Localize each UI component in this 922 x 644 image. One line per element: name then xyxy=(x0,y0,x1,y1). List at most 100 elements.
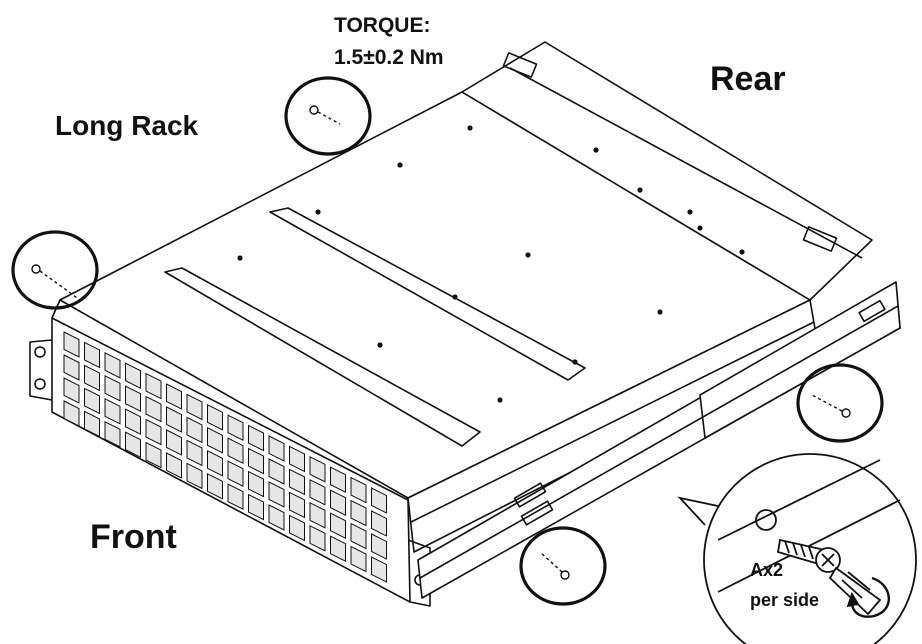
port xyxy=(371,556,387,583)
screw-hole xyxy=(637,187,643,193)
screw-hole xyxy=(377,342,383,348)
port xyxy=(248,493,264,521)
screw-hole xyxy=(572,359,578,365)
port xyxy=(125,385,141,413)
port xyxy=(248,447,264,475)
port xyxy=(227,460,244,488)
rear-handle-slot-2 xyxy=(802,226,838,252)
callout-per-side: per side xyxy=(750,590,820,610)
rear-panel-seam xyxy=(509,67,863,259)
screw-callout-top xyxy=(284,76,372,156)
port xyxy=(186,439,203,467)
port xyxy=(248,470,264,498)
port xyxy=(248,424,264,452)
qsfp-port-grid xyxy=(63,331,387,583)
port xyxy=(309,478,326,506)
screw-hole xyxy=(593,147,599,153)
left-ear-hole-2 xyxy=(34,378,46,390)
port xyxy=(309,524,326,552)
rear-handle-slot-1 xyxy=(502,52,538,78)
port xyxy=(207,426,223,454)
port xyxy=(84,364,100,392)
port xyxy=(227,437,244,465)
port xyxy=(330,489,346,517)
chassis-screw-holes xyxy=(237,125,745,403)
screw-icon xyxy=(811,394,851,418)
rail-slot-3 xyxy=(520,500,554,526)
screw-hole xyxy=(657,309,663,315)
port xyxy=(166,429,182,456)
port xyxy=(104,351,121,379)
rail-inner-edge xyxy=(419,305,899,579)
callout-quantity: Ax2 xyxy=(750,560,784,580)
port xyxy=(289,468,305,496)
rear-top-panel xyxy=(461,41,873,301)
port xyxy=(371,487,387,514)
port xyxy=(104,397,121,425)
port xyxy=(330,512,346,540)
port xyxy=(166,406,182,433)
port xyxy=(84,341,100,369)
port xyxy=(145,418,162,446)
port xyxy=(104,420,121,448)
port xyxy=(227,483,244,511)
port xyxy=(330,535,346,563)
port xyxy=(125,408,141,436)
port xyxy=(350,499,367,527)
port xyxy=(166,383,182,410)
torque-title: TORQUE: xyxy=(334,14,431,37)
port xyxy=(289,445,305,473)
screw-hole xyxy=(497,397,503,403)
port xyxy=(125,362,141,390)
screw-hole xyxy=(315,209,321,215)
port xyxy=(289,491,305,519)
screw-hole xyxy=(397,162,403,168)
port xyxy=(350,476,367,504)
port xyxy=(186,393,203,421)
screw-icon xyxy=(31,264,81,301)
port xyxy=(350,522,367,550)
port xyxy=(166,452,182,479)
port xyxy=(309,455,326,483)
port xyxy=(227,414,244,442)
port xyxy=(125,431,141,459)
top-vent-1 xyxy=(269,207,586,381)
rear-label: Rear xyxy=(710,60,786,98)
left-rack-ear xyxy=(29,339,53,401)
port xyxy=(84,387,100,415)
screw-hole xyxy=(452,294,458,300)
screw-hole xyxy=(525,252,531,258)
rack-rail-bracket xyxy=(699,281,901,439)
screw-icon xyxy=(309,105,341,125)
rail-slot-2 xyxy=(513,482,547,508)
port xyxy=(289,514,305,542)
port xyxy=(371,533,387,560)
port xyxy=(330,466,346,494)
port xyxy=(63,400,80,427)
screw-callout-left xyxy=(11,230,99,310)
screw-hole xyxy=(739,249,745,255)
screw-hole xyxy=(697,225,703,231)
port xyxy=(207,403,223,431)
screw-icon xyxy=(539,551,570,580)
screwdriver-icon xyxy=(776,538,882,616)
screw-callout-bottom xyxy=(519,526,607,606)
port xyxy=(63,377,80,404)
port xyxy=(350,545,367,573)
port xyxy=(371,510,387,537)
side-edge xyxy=(410,321,815,523)
port xyxy=(186,416,203,444)
screw-hole xyxy=(467,125,473,131)
port xyxy=(207,449,223,477)
port xyxy=(145,395,162,423)
port xyxy=(63,354,80,381)
long-rack-label: Long Rack xyxy=(55,110,199,141)
port xyxy=(268,504,285,531)
left-ear-hole-1 xyxy=(34,346,46,358)
port xyxy=(268,458,285,485)
port xyxy=(268,435,285,462)
screw-callout-right xyxy=(796,363,884,443)
port xyxy=(268,481,285,508)
zoom-callout xyxy=(677,453,917,644)
